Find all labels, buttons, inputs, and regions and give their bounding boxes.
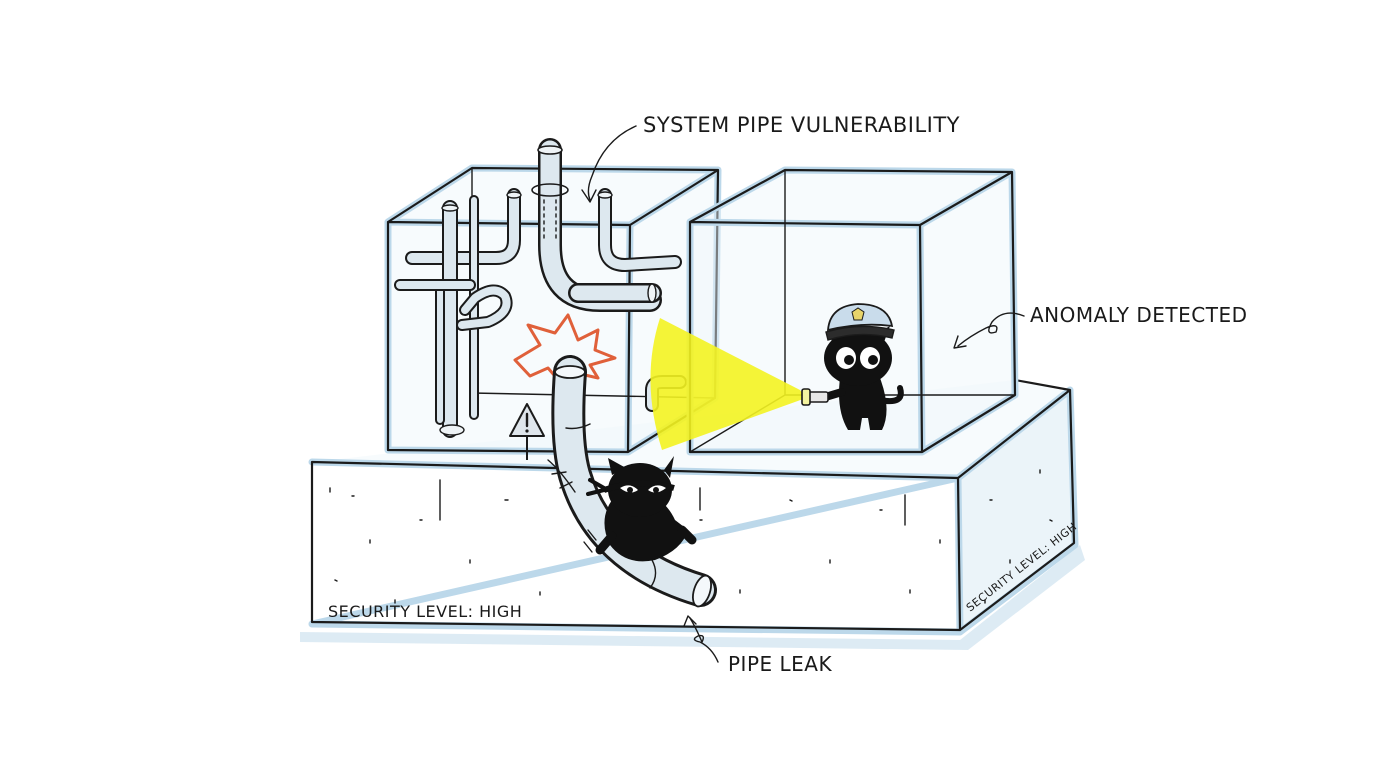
security-cat <box>801 303 904 430</box>
leak-pipe <box>547 355 717 608</box>
vulnerability-callout-arrow <box>581 125 637 203</box>
security-level-front-label: SECURITY LEVEL: HIGH <box>328 602 522 621</box>
vulnerability-label: SYSTEM PIPE VULNERABILITY <box>643 113 960 137</box>
anomaly-callout-arrow <box>953 312 1025 349</box>
warning-sign-icon <box>509 403 545 460</box>
internal-pipe-network <box>394 138 687 438</box>
ninja-cat <box>583 456 697 562</box>
flashlight-icon <box>801 388 829 406</box>
leak-callout-arrow <box>683 615 719 663</box>
police-cap-icon <box>825 303 895 341</box>
leak-label: PIPE LEAK <box>728 652 832 676</box>
flashlight-beam <box>650 318 806 450</box>
anomaly-label: ANOMALY DETECTED <box>1030 303 1248 327</box>
